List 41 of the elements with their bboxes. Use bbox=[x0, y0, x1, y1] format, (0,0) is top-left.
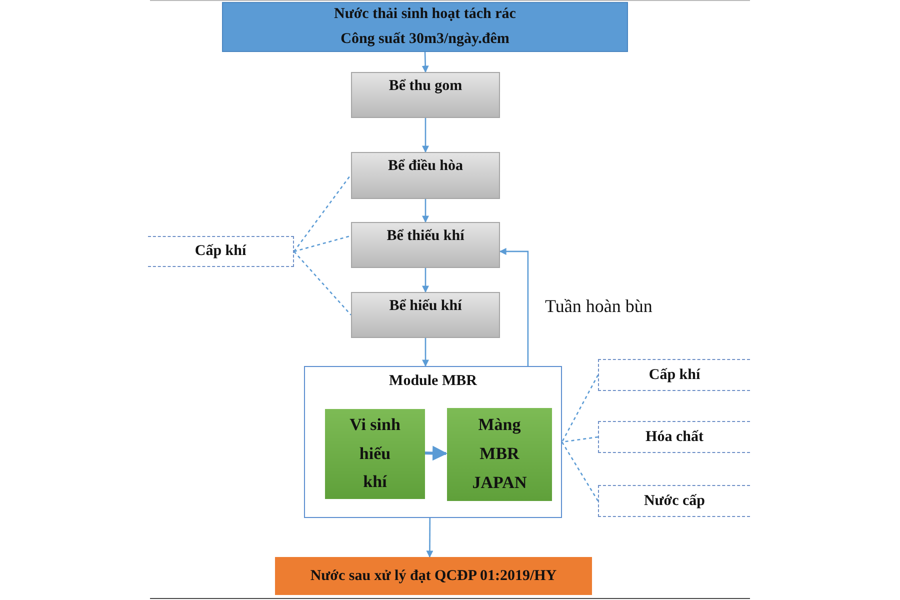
dashed-connector bbox=[294, 235, 352, 252]
arrow bbox=[422, 52, 429, 73]
box-text: Bể điều hòa bbox=[388, 158, 463, 175]
dashed-connector bbox=[562, 436, 598, 443]
box-text: Nước sau xử lý đạt QCĐP 01:2019/HY bbox=[310, 568, 557, 584]
box-text: Cấp khí bbox=[194, 243, 246, 260]
box-text: Vi sinh hiếu khí bbox=[348, 414, 402, 494]
dashed-connector bbox=[293, 174, 352, 252]
arrow bbox=[422, 118, 429, 153]
input-box bbox=[148, 236, 294, 267]
box-text: Công suất 30m3/ngày.đêm bbox=[340, 30, 510, 49]
input-box bbox=[598, 485, 750, 517]
arrow bbox=[422, 338, 430, 367]
box-text: Hóa chất bbox=[646, 428, 704, 446]
arrow bbox=[422, 199, 429, 223]
process-box bbox=[447, 408, 552, 501]
box-text: Bể hiếu khí bbox=[389, 298, 462, 315]
process-box bbox=[351, 152, 500, 199]
arrow bbox=[499, 248, 529, 366]
arrow bbox=[426, 518, 434, 558]
output-box bbox=[275, 557, 592, 595]
process-box bbox=[351, 292, 500, 338]
box-text: Module MBR bbox=[389, 373, 477, 390]
dashed-connector bbox=[294, 251, 352, 316]
module-box bbox=[304, 366, 562, 518]
process-box bbox=[325, 409, 425, 499]
arrow bbox=[422, 268, 429, 293]
box-text: Màng MBR JAPAN bbox=[471, 414, 528, 494]
process-box bbox=[351, 72, 500, 118]
dashed-connector bbox=[561, 374, 599, 442]
input-box bbox=[598, 421, 750, 453]
box-text: Bể thiếu khí bbox=[386, 228, 464, 245]
box-heading: Nước thải sinh hoạt tách rác bbox=[334, 5, 516, 24]
dashed-connector bbox=[561, 442, 599, 502]
arrow bbox=[424, 446, 448, 461]
box-text: Nước cấp bbox=[644, 492, 706, 510]
process-box bbox=[351, 222, 500, 268]
source-box bbox=[222, 2, 628, 52]
box-text: Bể thu gom bbox=[388, 78, 462, 95]
input-box bbox=[598, 359, 750, 391]
box-text: Cấp khí bbox=[648, 366, 700, 384]
